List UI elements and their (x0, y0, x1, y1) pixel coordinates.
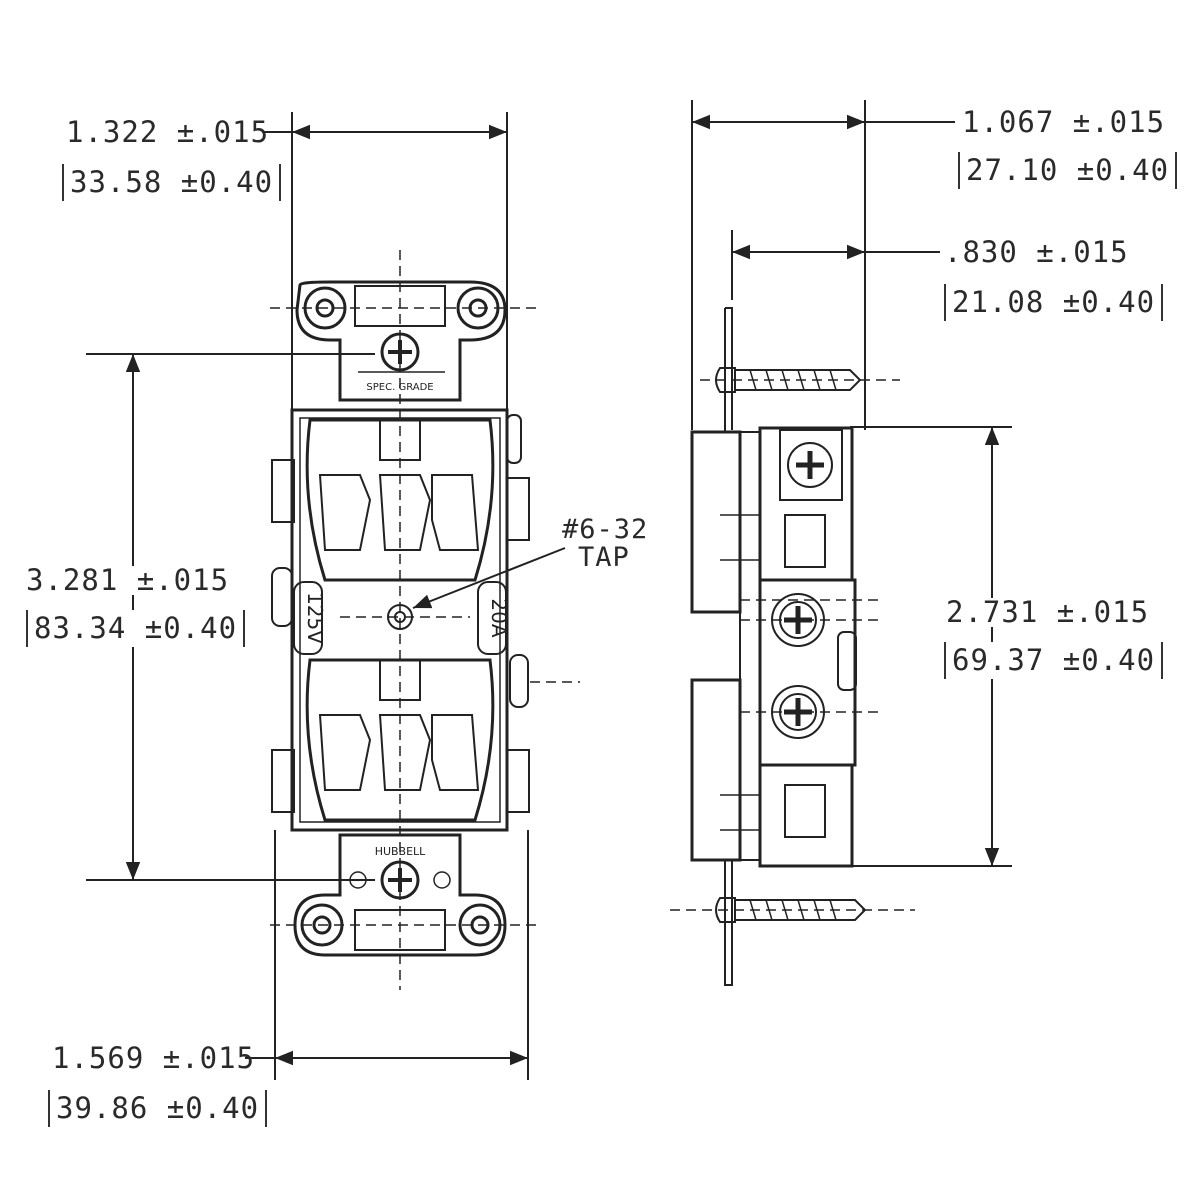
tap-leader (412, 547, 566, 609)
bottom-strap-text: HUBBELL (375, 845, 426, 858)
front-view (86, 112, 580, 1080)
side-depth-body-metric: 21.08 ±0.40 (944, 284, 1164, 321)
side-centerlines (670, 379, 915, 911)
side-height-metric: 69.37 ±0.40 (944, 642, 1164, 679)
side-view (670, 100, 1012, 986)
side-depth-total-imperial: 1.067 ±.015 (962, 105, 1166, 139)
strap-width-metric: 39.86 ±0.40 (48, 1090, 268, 1127)
amperage-rating: 20A (487, 598, 511, 637)
side-depth-total-metric: 27.10 ±0.40 (958, 152, 1178, 189)
strap-width-imperial: 1.569 ±.015 (52, 1041, 256, 1075)
front-centerlines (270, 250, 580, 990)
voltage-rating: 125V (303, 592, 327, 644)
tap-label-type: TAP (578, 542, 630, 573)
tap-label-size: #6-32 (562, 514, 649, 545)
mounting-height-metric: 83.34 ±0.40 (26, 610, 246, 647)
side-height-imperial: 2.731 ±.015 (946, 595, 1150, 629)
top-strap-text: SPEC. GRADE (366, 382, 433, 393)
side-depth-body-imperial: .830 ±.015 (944, 235, 1129, 269)
mounting-height-imperial: 3.281 ±.015 (26, 563, 230, 597)
receptacle-body (271, 408, 530, 832)
front-width-imperial: 1.322 ±.015 (66, 115, 270, 149)
front-width-metric: 33.58 ±0.40 (62, 164, 282, 201)
